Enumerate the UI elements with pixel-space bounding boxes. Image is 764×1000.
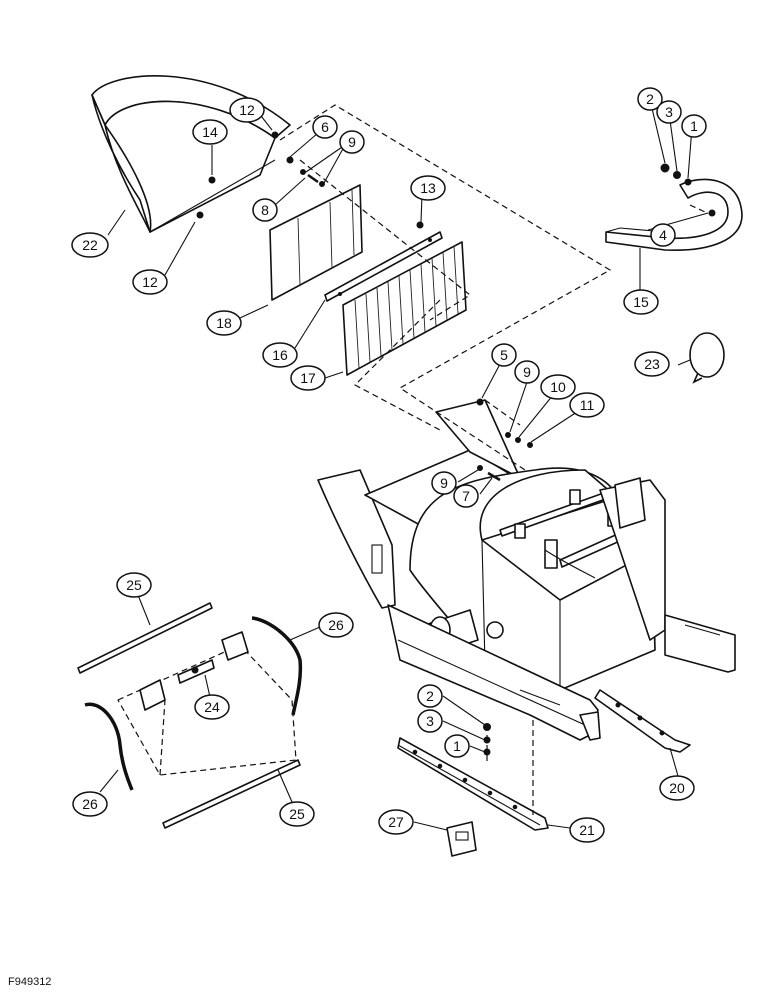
svg-text:4: 4: [659, 227, 667, 243]
svg-text:14: 14: [202, 124, 218, 140]
callout-12: 12: [132, 269, 168, 295]
callout-12: 12: [229, 97, 265, 123]
svg-text:8: 8: [261, 202, 269, 218]
callout-18: 18: [206, 310, 242, 336]
svg-text:9: 9: [440, 475, 448, 491]
svg-text:2: 2: [426, 688, 434, 704]
leader-lines: [99, 99, 709, 831]
callout-9: 9: [514, 360, 540, 384]
callout-26: 26: [72, 791, 108, 817]
svg-text:5: 5: [500, 347, 508, 363]
svg-text:20: 20: [669, 780, 685, 796]
callout-2: 2: [637, 87, 663, 111]
callout-21: 21: [569, 817, 605, 843]
part-23-clamp-ring: [689, 332, 725, 384]
callout-15: 15: [623, 289, 659, 315]
callout-23: 23: [634, 351, 670, 377]
main-hopper-assembly: [317, 399, 736, 741]
callout-22: 22: [71, 232, 109, 258]
callout-9: 9: [339, 130, 365, 154]
part-24-cover-assembly: [117, 631, 297, 776]
callout-20: 20: [659, 775, 695, 801]
callout-24: 24: [194, 694, 230, 720]
svg-text:17: 17: [300, 370, 316, 386]
svg-text:6: 6: [321, 119, 329, 135]
part-26-right-rod: [251, 616, 303, 716]
callout-17: 17: [290, 365, 326, 391]
callout-10: 10: [540, 374, 576, 400]
callout-14: 14: [192, 119, 228, 145]
svg-text:3: 3: [665, 104, 673, 120]
callout-3: 3: [417, 709, 443, 733]
callout-5: 5: [491, 343, 517, 367]
svg-text:26: 26: [82, 796, 98, 812]
callout-1: 1: [681, 114, 707, 138]
part-20-bracket: [594, 689, 691, 753]
svg-text:1: 1: [690, 118, 698, 134]
callout-2: 2: [417, 684, 443, 708]
svg-text:18: 18: [216, 315, 232, 331]
svg-text:25: 25: [289, 806, 305, 822]
callout-16: 16: [262, 342, 298, 368]
svg-text:7: 7: [462, 488, 470, 504]
svg-text:13: 13: [420, 180, 436, 196]
part-25-upper-rod: [77, 602, 213, 674]
svg-text:22: 22: [82, 237, 98, 253]
svg-text:21: 21: [579, 822, 595, 838]
svg-text:24: 24: [204, 699, 220, 715]
callout-8: 8: [252, 198, 278, 222]
svg-text:12: 12: [142, 274, 158, 290]
callout-3: 3: [656, 100, 682, 124]
part-21-base-strip: [397, 737, 549, 831]
part-25-lower-rod: [162, 759, 301, 829]
part-18-plate: [269, 184, 363, 301]
svg-text:1: 1: [453, 738, 461, 754]
callout-7: 7: [453, 484, 479, 508]
callout-1: 1: [444, 734, 470, 758]
svg-text:9: 9: [348, 134, 356, 150]
svg-text:26: 26: [328, 617, 344, 633]
svg-text:27: 27: [388, 814, 404, 830]
svg-text:3: 3: [426, 713, 434, 729]
callout-4: 4: [650, 223, 676, 247]
hardware-items: [196, 131, 692, 756]
svg-text:10: 10: [550, 379, 566, 395]
callout-25: 25: [116, 572, 152, 598]
part-27-clip: [446, 821, 477, 857]
callout-6: 6: [312, 115, 338, 139]
svg-text:16: 16: [272, 347, 288, 363]
callout-9: 9: [431, 471, 457, 495]
part-17-flap: [342, 241, 467, 376]
svg-text:2: 2: [646, 91, 654, 107]
svg-text:11: 11: [580, 397, 595, 413]
svg-text:9: 9: [523, 364, 531, 380]
callout-26: 26: [318, 612, 354, 638]
callout-13: 13: [410, 175, 446, 201]
part-26-left-rod: [84, 702, 134, 791]
svg-text:25: 25: [126, 577, 142, 593]
svg-text:12: 12: [239, 102, 255, 118]
svg-text:23: 23: [644, 356, 660, 372]
callout-27: 27: [378, 809, 414, 835]
callout-11: 11: [569, 392, 605, 418]
svg-text:15: 15: [633, 294, 649, 310]
figure-id: F949312: [8, 976, 51, 988]
part-15-curved-shield: [605, 178, 743, 251]
callout-25: 25: [279, 801, 315, 827]
